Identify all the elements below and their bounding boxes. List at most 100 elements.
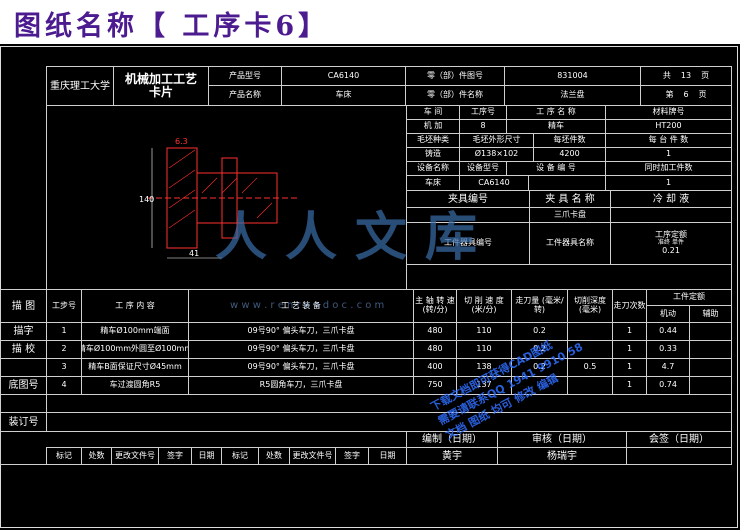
step-cell-spindle: 480 bbox=[413, 322, 457, 341]
revision-col-label: 处数 bbox=[258, 447, 290, 465]
blank-type-value: 铸造 bbox=[406, 147, 460, 162]
equip-name-value: 车床 bbox=[406, 175, 460, 191]
step-cell-no: 3 bbox=[46, 358, 82, 377]
step-cell-depth: 0.5 bbox=[567, 358, 613, 377]
side-label-trace: 描字 bbox=[0, 322, 47, 341]
equip-model-value: CA6140 bbox=[459, 175, 529, 191]
step-cell-spindle: 400 bbox=[413, 358, 457, 377]
part-name: 法兰盘 bbox=[504, 85, 641, 106]
step-cell-equipment: 09号90° 偏头车刀，三爪卡盘 bbox=[188, 322, 414, 341]
dim-height-label: 140 bbox=[139, 195, 154, 204]
card-title-line1: 机械加工工艺 bbox=[124, 71, 197, 86]
sign-value bbox=[626, 447, 732, 465]
process-name-value: 精车 bbox=[506, 119, 606, 134]
aux-time-header: 辅助 bbox=[689, 305, 732, 323]
step-cell-passes: 1 bbox=[612, 358, 647, 377]
fixture-name-label: 夹 具 名 称 bbox=[529, 190, 611, 208]
page-title: 图纸名称【 工序卡6】 bbox=[14, 11, 330, 42]
revision-col-label: 更改文件号 bbox=[289, 447, 336, 465]
process-no-value: 8 bbox=[459, 119, 507, 134]
equip-model-label: 设备型号 bbox=[459, 161, 507, 176]
step-cell-aux bbox=[689, 340, 732, 359]
review-label: 审核（日期） bbox=[497, 431, 627, 448]
step-cell-no: 4 bbox=[46, 376, 82, 395]
sheet-number: 第 6 页 bbox=[640, 85, 732, 106]
equipment-header: 工 艺 装 备 bbox=[188, 289, 414, 323]
product-name: 车床 bbox=[281, 85, 406, 106]
page-title-bar: 图纸名称【 工序卡6】 bbox=[0, 0, 740, 44]
blank-count-label: 每坯件数 bbox=[533, 133, 606, 148]
coolant-value bbox=[610, 207, 732, 223]
part-drawing: 140 41 6.3 bbox=[139, 137, 297, 258]
blank-type-label: 毛坯种类 bbox=[406, 133, 460, 148]
step-cell-aux bbox=[689, 322, 732, 341]
depth-header: 切削深度 (毫米) bbox=[567, 289, 613, 323]
step-cell-aux bbox=[689, 358, 732, 377]
per-unit-label: 每 台 件 数 bbox=[605, 133, 732, 148]
step-cell-aux bbox=[689, 376, 732, 395]
material-value: HT200 bbox=[605, 119, 732, 134]
time-quota-sub: 准终 单件 bbox=[658, 239, 684, 247]
station-tool-name-label: 工件器具名称 bbox=[529, 222, 611, 265]
step-cell-content: 精车B面保证尺寸Ø45mm bbox=[81, 358, 189, 377]
concurrent-value: 1 bbox=[605, 175, 732, 191]
time-quota-label: 工序定额 bbox=[655, 230, 687, 240]
step-cell-no: 2 bbox=[46, 340, 82, 359]
step-cell-speed: 110 bbox=[456, 322, 512, 341]
time-quota-header: 工件定额 bbox=[646, 289, 732, 306]
step-cell-speed: 110 bbox=[456, 340, 512, 359]
card-title: 机械加工工艺 卡片 bbox=[113, 66, 209, 106]
workshop-label: 车 间 bbox=[406, 105, 460, 120]
process-name-label: 工 序 名 称 bbox=[506, 105, 606, 120]
revision-col-label: 标记 bbox=[221, 447, 259, 465]
feed-header: 走刀量 (毫米/转) bbox=[511, 289, 568, 323]
equip-no-value bbox=[528, 175, 606, 191]
blank-step-row bbox=[46, 394, 732, 413]
step-cell-machine: 0.44 bbox=[646, 322, 690, 341]
step-cell-passes: 1 bbox=[612, 340, 647, 359]
designer-name: 黄宇 bbox=[406, 447, 498, 465]
step-cell-machine: 4.7 bbox=[646, 358, 690, 377]
fixture-name-value: 三爪卡盘 bbox=[529, 207, 611, 223]
blank-size-value: Ø138×102 bbox=[459, 147, 534, 162]
process-card-frame bbox=[0, 46, 738, 528]
step-cell-passes: 1 bbox=[612, 376, 647, 395]
design-label: 编制（日期） bbox=[406, 431, 498, 448]
station-tool-no-label: 工件器具编号 bbox=[406, 222, 530, 265]
product-model: CA6140 bbox=[281, 66, 406, 86]
roughness-note: 6.3 bbox=[175, 137, 188, 146]
step-cell-depth bbox=[567, 376, 613, 395]
fixture-no-label: 夹具编号 bbox=[406, 190, 530, 208]
blank-step-row bbox=[46, 412, 732, 432]
part-no: 831004 bbox=[504, 66, 641, 86]
step-cell-machine: 0.74 bbox=[646, 376, 690, 395]
revision-col-label: 日期 bbox=[191, 447, 222, 465]
blank-size-label: 毛坯外形尺寸 bbox=[459, 133, 534, 148]
university-name: 重庆理工大学 bbox=[46, 66, 114, 106]
card-title-line2: 卡片 bbox=[148, 85, 173, 99]
step-cell-speed: 137 bbox=[456, 376, 512, 395]
step-cell-machine: 0.33 bbox=[646, 340, 690, 359]
fixture-no-value bbox=[406, 207, 530, 223]
equip-no-label: 设 备 编 号 bbox=[506, 161, 606, 176]
step-cell-passes: 1 bbox=[612, 322, 647, 341]
step-cell-equipment: 09号90° 偏头车刀，三爪卡盘 bbox=[188, 358, 414, 377]
spindle-header: 主 轴 转 速 (转/分) bbox=[413, 289, 457, 323]
info-blank-row bbox=[406, 264, 732, 290]
blank-count-value: 4200 bbox=[533, 147, 606, 162]
part-no-label: 零（部）件图号 bbox=[405, 66, 505, 86]
step-cell-equipment: 09号90° 偏头车刀，三爪卡盘 bbox=[188, 340, 414, 359]
side-label-binding-no: 装订号 bbox=[0, 412, 47, 432]
content-header: 工 序 内 容 bbox=[81, 289, 189, 323]
revision-col-label: 处数 bbox=[81, 447, 112, 465]
sketch-label: 描 图 bbox=[0, 289, 47, 323]
material-label: 材料牌号 bbox=[605, 105, 732, 120]
step-cell-feed: 0.2 bbox=[511, 358, 568, 377]
step-cell-content: 精车Ø100mm外圆至Ø100mm bbox=[81, 340, 189, 359]
drawing-area: 140 41 6.3 bbox=[46, 105, 407, 290]
workshop-value: 机 加 bbox=[406, 119, 460, 134]
step-cell-depth bbox=[567, 340, 613, 359]
time-quota-value: 0.21 bbox=[662, 245, 680, 255]
step-cell-feed: 0.2 bbox=[511, 322, 568, 341]
step-cell-feed bbox=[511, 376, 568, 395]
